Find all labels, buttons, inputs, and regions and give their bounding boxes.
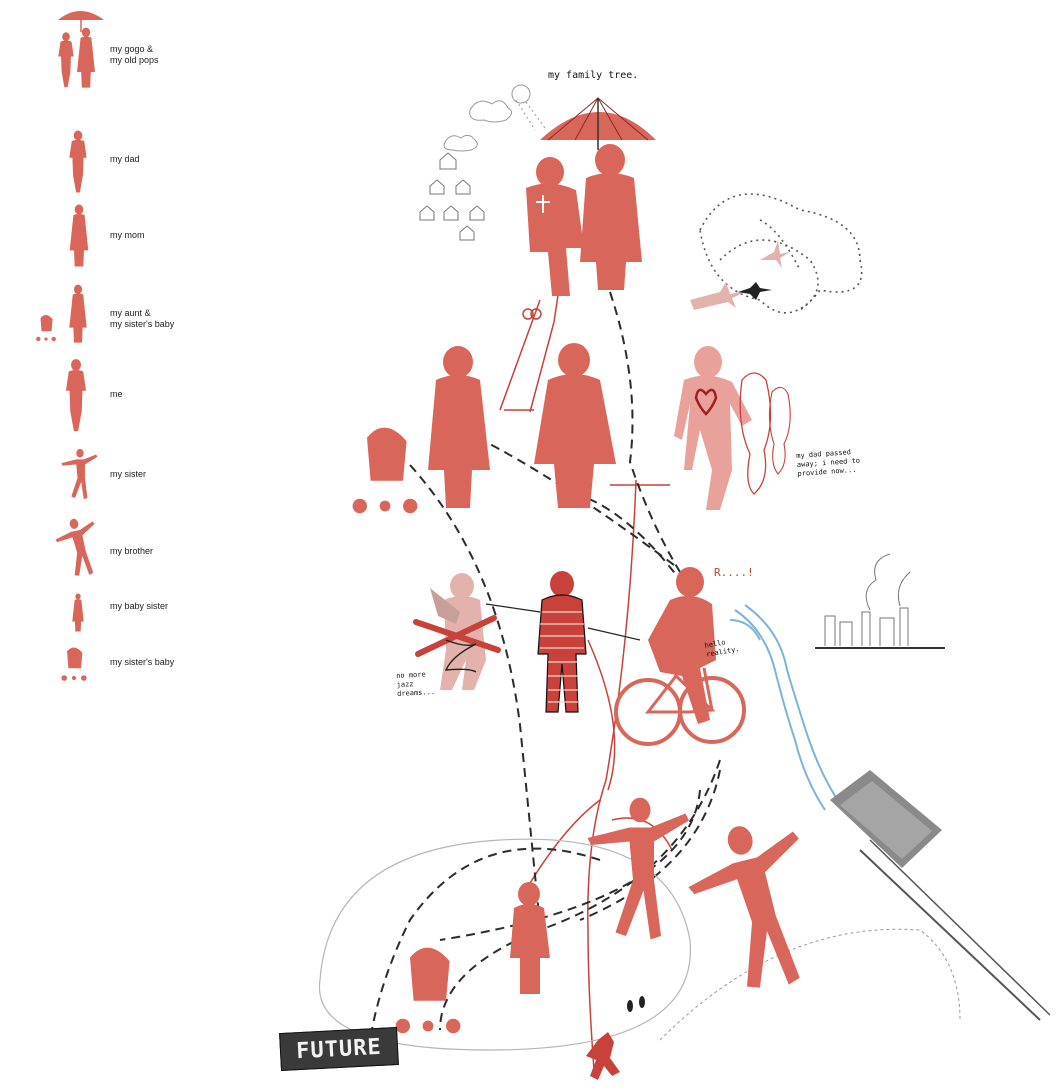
footprints: [627, 996, 645, 1012]
legend-label-aunt: my aunt & my sister's baby: [110, 308, 174, 330]
legend-dad-icon: [69, 131, 86, 193]
bird-icon: [738, 282, 772, 300]
legend-label-brother: my brother: [110, 546, 153, 557]
legend-label-me: me: [110, 389, 123, 400]
r-exclaim-note: R....!: [714, 566, 754, 579]
legend-sisters-baby-icon: [61, 648, 86, 681]
baby-sister-figure: [510, 882, 550, 994]
legend-aunt-icon: [36, 285, 87, 343]
legend-brother-icon: [52, 515, 105, 581]
mom-figure: [534, 343, 616, 508]
wedding-rings-icon: [523, 309, 541, 319]
legend-sister-icon: [61, 449, 97, 499]
brother-figure: [677, 813, 833, 1003]
airplane-icon: [690, 240, 790, 310]
legend-label-grandparents: my gogo & my old pops: [110, 44, 159, 66]
jazz-dreams-note: no more jazz dreams...: [396, 670, 435, 699]
legend-label-dad: my dad: [110, 154, 140, 165]
sister-figure: [588, 798, 690, 940]
future-label: FUTURE: [296, 1034, 383, 1063]
legend-label-sisters-baby: my sister's baby: [110, 657, 174, 668]
dad-passed-note: my dad passed away; i need to provide no…: [796, 448, 861, 479]
grandparents-figure: [526, 98, 656, 296]
stroller-figure: [396, 948, 461, 1034]
legend-label-mom: my mom: [110, 230, 145, 241]
sketch-factory: [815, 554, 945, 648]
small-red-figure: [586, 1032, 620, 1080]
family-tree-title: my family tree.: [548, 70, 638, 81]
aunt-figure: [353, 346, 490, 513]
legend-grandparents-icon: [58, 11, 104, 88]
legend-baby-sister-icon: [72, 593, 83, 631]
train-icon: [830, 770, 1050, 1020]
legend-label-baby-sister: my baby sister: [110, 601, 168, 612]
legend-label-sister: my sister: [110, 469, 146, 480]
legend-me-icon: [66, 359, 86, 431]
dad-figure: [674, 346, 790, 510]
me-figure: [486, 571, 640, 712]
legend-mom-icon: [70, 205, 89, 267]
arrow-sketch: [660, 929, 960, 1040]
legend: [36, 11, 105, 681]
river-stream: [730, 605, 843, 810]
future-stamp: FUTURE: [279, 1027, 399, 1071]
sketch-clouds-houses: [420, 85, 545, 240]
